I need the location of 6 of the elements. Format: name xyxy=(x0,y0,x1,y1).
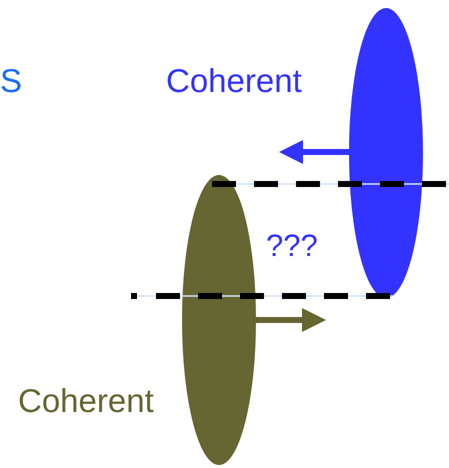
text-label: S xyxy=(0,64,22,97)
arrow xyxy=(279,140,349,164)
node-label: Coherent xyxy=(166,64,302,97)
node-label: Coherent xyxy=(18,384,154,417)
question-marks: ??? xyxy=(266,230,318,261)
arrow xyxy=(256,308,326,332)
